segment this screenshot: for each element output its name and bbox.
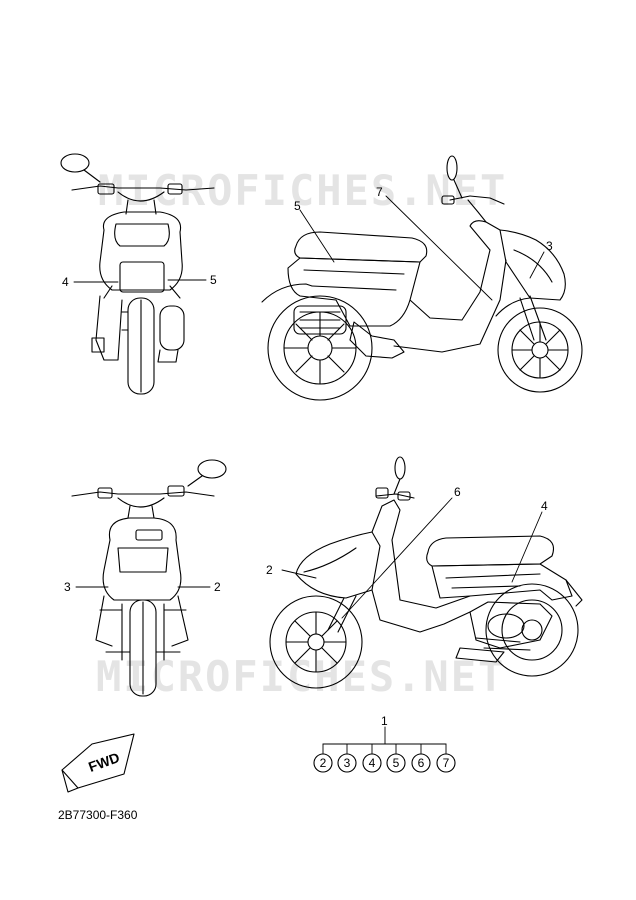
watermark-top: MICROFICHES.NET: [98, 166, 508, 215]
leader-lines: [73, 195, 545, 755]
kit-part-7: 7: [442, 756, 450, 770]
callout-rear-right: 5: [210, 273, 217, 287]
kit-part-4: 4: [368, 756, 376, 770]
fwd-arrow-icon: [61, 733, 135, 793]
callout-rear-left: 4: [62, 275, 69, 289]
kit-circles: [313, 753, 456, 773]
diagram-part-code: 2B77300-F360: [58, 808, 138, 822]
callout-front-right: 2: [214, 580, 221, 594]
scooter-rear-view: [60, 153, 215, 395]
callout-right-tank: 5: [294, 199, 301, 213]
scooter-left-side-view: [269, 456, 583, 689]
kit-part-2: 2: [319, 756, 327, 770]
scooter-front-view: [71, 459, 227, 697]
callout-left-rear: 4: [541, 499, 548, 513]
kit-part-3: 3: [343, 756, 351, 770]
callout-left-front: 2: [266, 563, 273, 577]
callout-right-stem: 7: [376, 185, 383, 199]
kit-main-number: 1: [381, 714, 388, 728]
callout-front-left: 3: [64, 580, 71, 594]
callout-right-front: 3: [546, 239, 553, 253]
kit-part-5: 5: [392, 756, 400, 770]
scooter-right-side-view: [261, 155, 583, 401]
callout-left-stem: 6: [454, 485, 461, 499]
kit-part-6: 6: [417, 756, 425, 770]
